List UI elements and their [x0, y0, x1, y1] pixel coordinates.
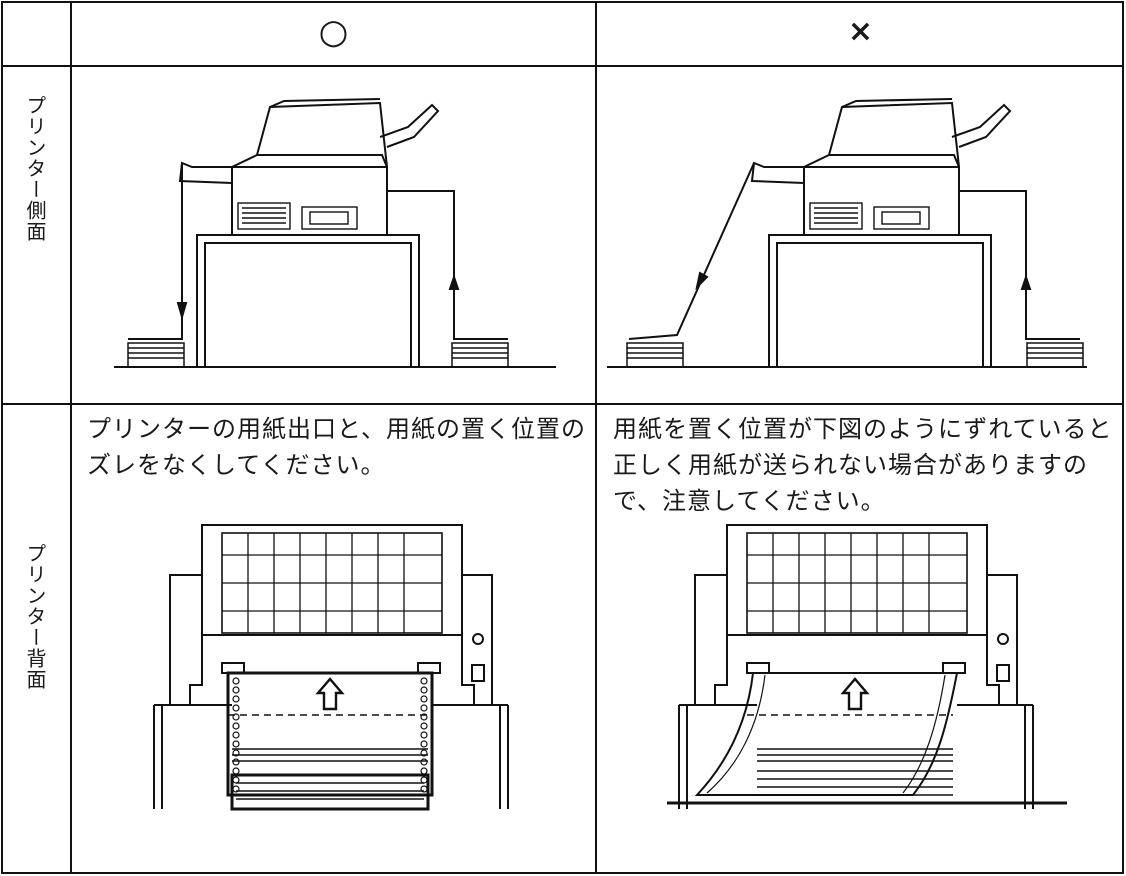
sprocket-hole — [232, 695, 240, 703]
sprocket-hole — [420, 731, 428, 739]
column-divider — [70, 3, 72, 874]
column-divider — [595, 3, 597, 874]
sprocket-hole — [420, 758, 428, 766]
row-divider — [3, 65, 1124, 67]
sprocket-hole — [420, 740, 428, 748]
sprocket-hole — [420, 749, 428, 757]
sprocket-hole — [420, 776, 428, 784]
sprocket-hole — [232, 713, 240, 721]
good-mark: ○ — [318, 12, 349, 52]
row-label-side: プリンター側面 — [23, 95, 47, 242]
sprocket-hole — [420, 695, 428, 703]
sprocket-hole — [232, 677, 240, 685]
bad-mark: × — [847, 14, 874, 49]
sprocket-hole — [232, 731, 240, 739]
sprocket-hole — [232, 758, 240, 766]
row-label-back: プリンター背面 — [23, 543, 47, 690]
good-note: プリンターの用紙出口と、用紙の置く位置のズレをなくしてください。 — [87, 415, 587, 479]
sprocket-hole — [420, 677, 428, 685]
header-bad-cell: × — [597, 3, 1124, 65]
bad-note: 用紙を置く位置が下図のようにずれていると正しく用紙が送られない場合がありますので… — [613, 415, 1113, 515]
row-divider — [3, 403, 1124, 405]
sprocket-hole — [232, 749, 240, 757]
sprocket-hole — [232, 686, 240, 694]
printer-back-misaligned-icon — [667, 524, 1067, 809]
printer-back-aligned-icon — [153, 524, 509, 811]
sprocket-hole — [420, 722, 428, 730]
header-good-cell: ○ — [72, 3, 595, 65]
printer-side-aligned-icon — [114, 98, 556, 368]
sprocket-hole — [420, 767, 428, 775]
sprocket-hole — [420, 704, 428, 712]
sprocket-hole — [420, 686, 428, 694]
sprocket-hole — [232, 767, 240, 775]
sprocket-hole — [232, 740, 240, 748]
sprocket-hole — [232, 704, 240, 712]
sprocket-hole — [232, 722, 240, 730]
sprocket-hole — [420, 713, 428, 721]
sprocket-hole — [232, 776, 240, 784]
printer-side-misaligned-icon — [607, 98, 1087, 368]
